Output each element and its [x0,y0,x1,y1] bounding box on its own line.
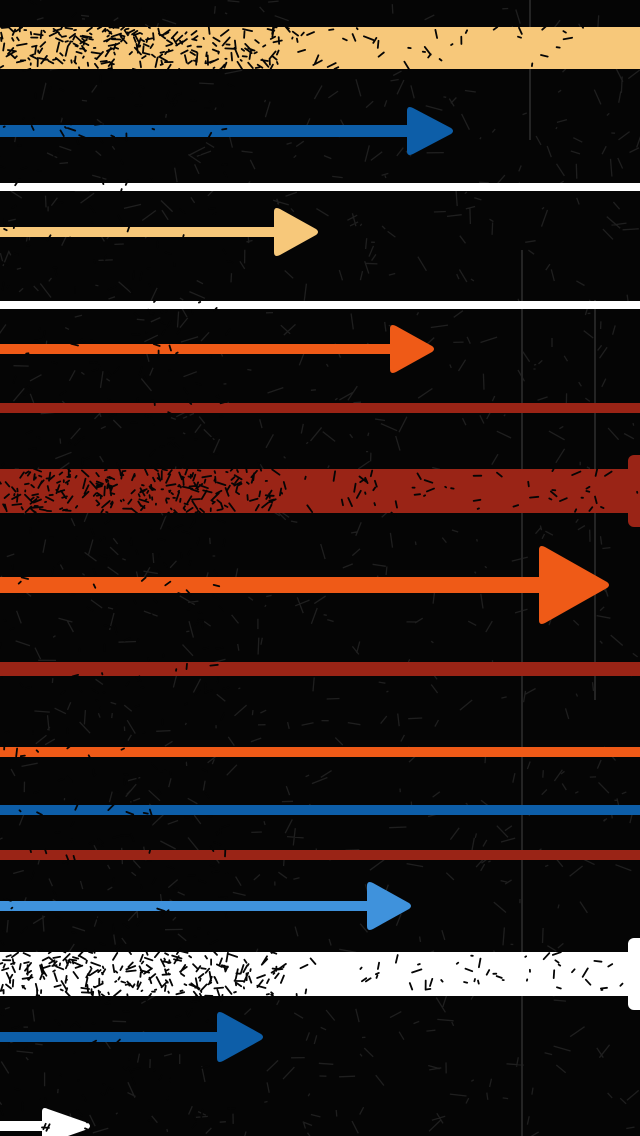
stripe-bar [0,747,640,757]
stripe-bar [0,952,640,996]
arrow-shaft [0,227,280,237]
arrow-shaft [0,125,413,137]
arrow-shaft [0,1121,48,1131]
stripe-16 [0,1108,90,1136]
arrow-head-icon [217,1012,263,1062]
stripe-5 [0,325,434,373]
arrow-head-icon [390,325,434,373]
stripe-3 [0,208,318,256]
stripe-bar [0,183,640,191]
stripe-bar [0,805,640,815]
stripe-7 [0,455,640,527]
arrow-head-icon [367,882,411,930]
stripe-11 [0,805,640,815]
stripe-9 [0,662,640,676]
arrow-shaft [0,901,373,911]
stripes-layer [0,27,640,1136]
stripe-12 [0,850,640,860]
stripe-13 [0,882,411,930]
arrow-head-icon [539,546,609,624]
arrow-shaft [0,577,545,593]
stripe-8 [0,546,609,624]
stripe-bar [0,403,640,413]
arrow-head-icon [407,107,453,155]
stripe-14 [0,938,640,1010]
arrow-shaft [0,1032,223,1042]
stripe-2 [0,183,640,191]
arrow-head-icon [42,1108,90,1136]
arrow-head-icon [274,208,318,256]
arrow-head-partial-icon [628,455,640,527]
stripe-1 [0,107,453,155]
arrow-shaft [0,344,396,354]
stripe-6 [0,403,640,413]
arrow-head-partial-icon [628,938,640,1010]
stripe-bar [0,469,640,513]
stripe-bar [0,662,640,676]
stripe-15 [0,1012,263,1062]
stripe-bar [0,850,640,860]
stripe-4 [0,301,640,309]
stripe-bar [0,301,640,309]
stripe-10 [0,747,640,757]
